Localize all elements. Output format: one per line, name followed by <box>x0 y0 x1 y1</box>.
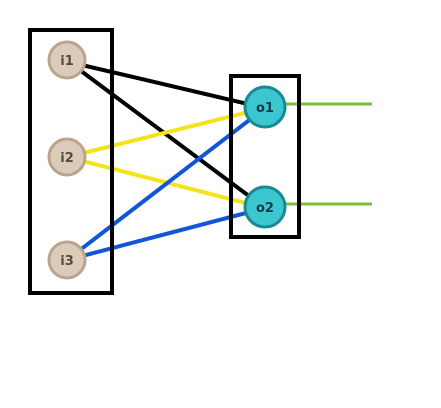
output-node-o2: o2 <box>243 185 287 229</box>
input-layer-box <box>28 28 114 295</box>
input-node-label: i1 <box>60 54 74 69</box>
input-node-label: i2 <box>60 151 74 166</box>
input-node-label: i3 <box>60 254 74 269</box>
connections-layer <box>65 60 267 262</box>
input-node-i2: i2 <box>47 137 87 177</box>
input-node-i3: i3 <box>47 240 87 280</box>
input-node-circle <box>47 40 87 80</box>
output-node-o1: o1 <box>243 85 287 129</box>
output-node-circle <box>243 185 287 229</box>
input-node-i1: i1 <box>47 40 87 80</box>
output-node-label: o2 <box>256 201 274 216</box>
input-node-circle <box>47 240 87 280</box>
output-layer-box <box>229 74 301 239</box>
output-node-label: o1 <box>256 101 274 116</box>
edge-i3-o2 <box>65 206 267 262</box>
output-node-circle <box>243 85 287 129</box>
input-node-circle <box>47 137 87 177</box>
